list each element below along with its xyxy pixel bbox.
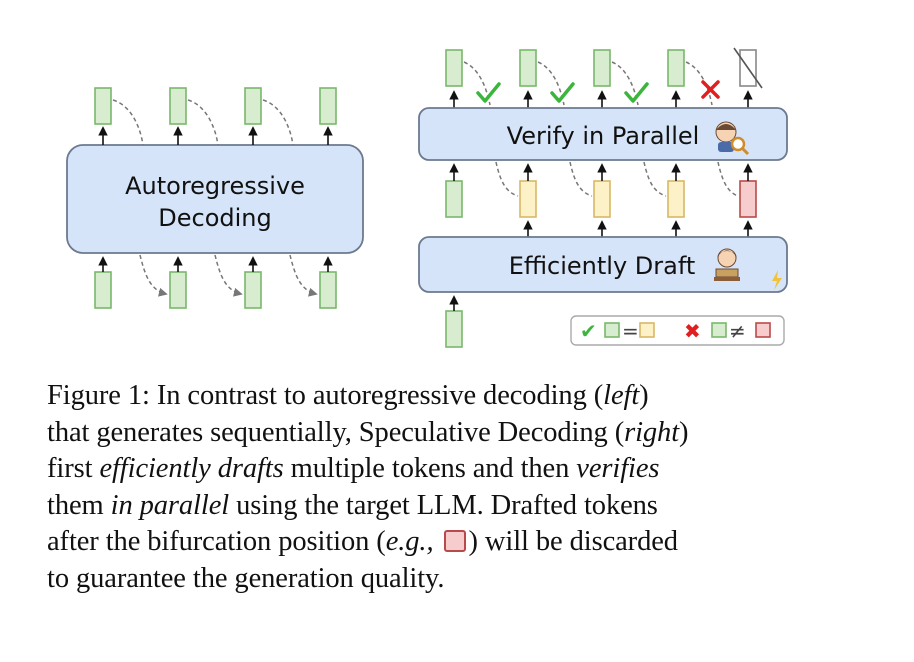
verification-marks xyxy=(476,80,720,103)
draft-token-yellow xyxy=(593,180,611,218)
draft-input-token xyxy=(445,310,463,348)
caption-line-4: them in parallel using the target LLM. D… xyxy=(47,489,658,521)
verify-label: Verify in Parallel xyxy=(507,122,700,150)
verify-box xyxy=(418,107,788,161)
cross-icon xyxy=(701,80,720,99)
verify-output-arrows xyxy=(449,90,753,108)
detective-icon xyxy=(715,121,750,156)
ar-input-token xyxy=(94,271,112,309)
verify-top-dashed-curves xyxy=(463,61,713,106)
ar-output-token xyxy=(244,87,262,125)
legend-equal: = xyxy=(622,319,639,343)
draft-token-red xyxy=(739,180,757,218)
autoregressive-panel: Autoregressive Decoding xyxy=(66,87,364,309)
verified-token xyxy=(445,49,463,87)
draft-label: Efficiently Draft xyxy=(509,252,696,280)
ar-input-token xyxy=(319,271,337,309)
ar-output-token xyxy=(319,87,337,125)
check-icon xyxy=(624,82,649,103)
ar-output-tokens xyxy=(94,87,337,125)
ar-input-tokens xyxy=(94,271,337,309)
draft-token-green xyxy=(445,180,463,218)
caption-line-3: first efficiently drafts multiple tokens… xyxy=(47,453,660,485)
speculative-panel: Verify in Parallel xyxy=(418,47,788,348)
autoregressive-label-line2: Decoding xyxy=(158,204,271,232)
check-icon xyxy=(476,82,501,103)
ar-output-token xyxy=(94,87,112,125)
ar-input-arrows xyxy=(98,256,333,272)
caption-line-5: after the bifurcation position (e.g., ) … xyxy=(47,526,678,558)
legend-check-icon: ✔ xyxy=(580,319,597,343)
legend-yellow-token xyxy=(639,322,655,338)
discarded-token-swatch xyxy=(443,530,466,553)
check-icon xyxy=(550,82,575,103)
verified-token xyxy=(667,49,685,87)
ar-top-dashed-curves xyxy=(112,99,294,146)
autoregressive-label-line1: Autoregressive xyxy=(125,172,305,200)
draft-dashed-curves xyxy=(495,161,739,197)
student-reading-icon xyxy=(714,248,740,281)
ar-input-token xyxy=(169,271,187,309)
caption-line-1: Figure 1: In contrast to autoregressive … xyxy=(47,380,649,411)
ar-output-token xyxy=(169,87,187,125)
legend-cross-icon: ✖ xyxy=(684,319,701,343)
speculative-decoding-diagram: Autoregressive Decoding xyxy=(66,47,788,348)
autoregressive-box xyxy=(66,144,364,254)
figure-caption: Figure 1: In contrast to autoregressive … xyxy=(47,378,847,598)
ar-bottom-dashed-curves xyxy=(139,254,318,297)
caption-line-6: to guarantee the generation quality. xyxy=(47,562,445,594)
lightning-icon xyxy=(772,270,782,290)
draft-token-yellow xyxy=(667,180,685,218)
draft-tokens xyxy=(445,180,757,218)
draft-box xyxy=(418,236,788,293)
legend-green-token xyxy=(604,322,620,338)
discarded-token xyxy=(733,47,763,89)
draft-to-verify-arrows xyxy=(449,163,753,181)
draft-token-yellow xyxy=(519,180,537,218)
ar-input-token xyxy=(244,271,262,309)
legend-not-equal: ≠ xyxy=(729,319,746,343)
verified-output-tokens xyxy=(445,47,763,89)
legend-red-token xyxy=(755,322,771,338)
ar-output-arrows xyxy=(98,126,333,145)
caption-line-2: that generates sequentially, Speculative… xyxy=(47,416,689,448)
legend: ✔ = ✖ ≠ xyxy=(570,315,785,346)
legend-green-token-2 xyxy=(711,322,727,338)
verified-token xyxy=(519,49,537,87)
drafter-output-arrows xyxy=(523,220,753,237)
verified-token xyxy=(593,49,611,87)
